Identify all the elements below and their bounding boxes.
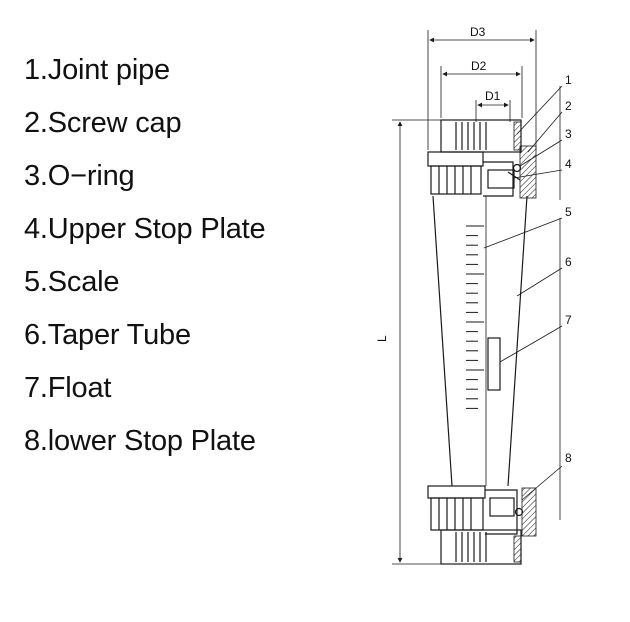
label-d3: D3	[470, 25, 486, 39]
parts-legend: 1.Joint pipe 2.Screw cap 3.O−ring 4.Uppe…	[24, 44, 266, 468]
legend-item-upper-stop-plate: 4.Upper Stop Plate	[24, 213, 266, 245]
callout-leaders	[483, 85, 563, 520]
taper-tube	[432, 195, 528, 487]
dimension-d1	[475, 100, 511, 122]
bottom-screw-cap	[427, 485, 537, 537]
dimension-l	[392, 119, 444, 565]
dimension-d2	[440, 66, 523, 118]
callout-8: 8	[565, 451, 572, 465]
legend-item-o-ring: 3.O−ring	[24, 160, 135, 192]
label-d1: D1	[485, 89, 501, 103]
dimension-d3	[427, 30, 537, 150]
callout-2: 2	[565, 99, 572, 113]
callout-6: 6	[565, 255, 572, 269]
callout-4: 4	[565, 157, 572, 171]
callout-3: 3	[565, 127, 572, 141]
legend-item-float: 7.Float	[24, 372, 112, 404]
legend-item-taper-tube: 6.Taper Tube	[24, 319, 191, 351]
legend-item-joint-pipe: 1.Joint pipe	[24, 54, 170, 86]
callout-7: 7	[565, 313, 572, 327]
legend-item-lower-stop-plate: 8.lower Stop Plate	[24, 425, 256, 457]
top-screw-cap	[427, 145, 537, 199]
label-d2: D2	[471, 59, 487, 73]
legend-item-scale: 5.Scale	[24, 266, 120, 298]
label-l: L	[375, 335, 389, 342]
legend-item-screw-cap: 2.Screw cap	[24, 107, 182, 139]
float	[487, 337, 501, 391]
callout-5: 5	[565, 205, 572, 219]
bottom-joint-pipe	[440, 529, 522, 565]
scale-ticks	[466, 225, 484, 409]
top-joint-pipe	[440, 119, 522, 153]
callout-1: 1	[565, 73, 572, 87]
